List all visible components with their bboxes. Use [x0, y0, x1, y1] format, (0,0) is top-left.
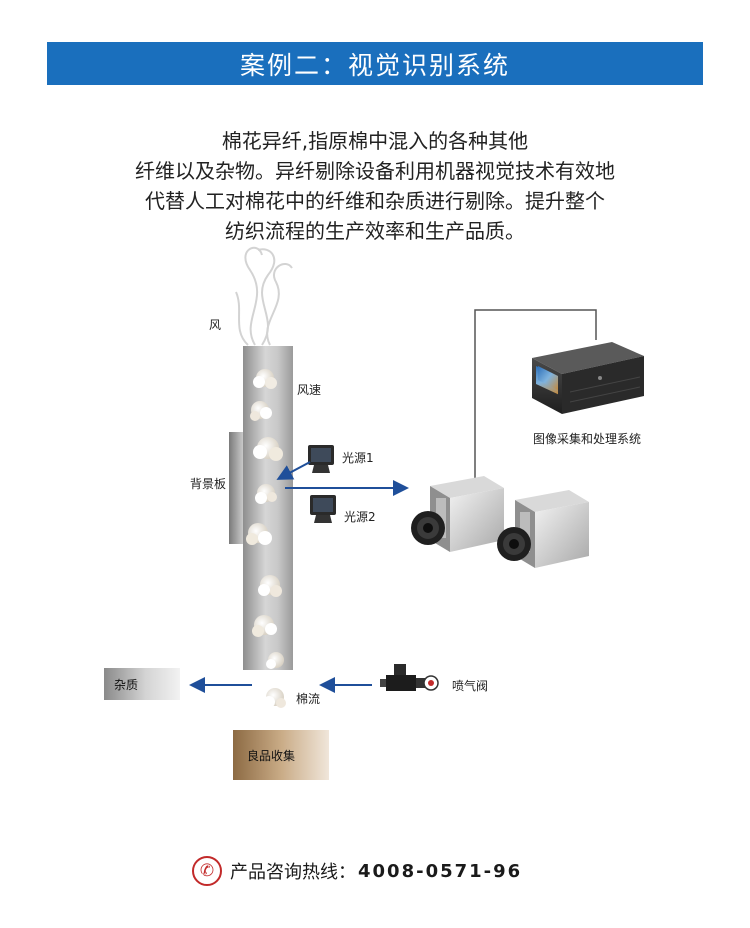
hotline-label: 产品咨询热线：	[230, 862, 356, 883]
impurity-bin: 杂质	[104, 668, 180, 700]
camera-1	[411, 476, 504, 552]
wind-smoke	[235, 246, 293, 346]
hotline-number[interactable]: 4008-0571-96	[358, 860, 523, 882]
light-source-2-label: 光源2	[344, 510, 376, 524]
camera-2	[497, 490, 589, 568]
wind-speed-label: 风速	[297, 383, 322, 397]
background-board	[229, 432, 243, 544]
light-source-2	[310, 495, 336, 523]
light-source-1-label: 光源1	[342, 451, 374, 465]
data-cable	[474, 309, 597, 480]
wind-label: 风	[209, 318, 222, 332]
cotton-balls	[246, 369, 286, 708]
good-collection-label: 良品收集	[247, 749, 296, 763]
hotline: ✆ 产品咨询热线： 4008-0571-96	[192, 854, 522, 888]
air-valve	[380, 664, 439, 691]
cotton-flow-label: 棉流	[296, 692, 321, 706]
description-line: 棉花异纤,指原棉中混入的各种其他	[221, 129, 529, 153]
phone-icon: ✆	[192, 856, 222, 886]
air-valve-label: 喷气阀	[452, 679, 489, 693]
background-board-label: 背景板	[190, 477, 227, 491]
page-title: 案例二：视觉识别系统	[239, 50, 510, 80]
title-banner: 案例二：视觉识别系统	[47, 42, 703, 85]
light-source-1	[308, 445, 334, 473]
good-collection-bin: 良品收集	[233, 730, 329, 780]
light-arrow	[276, 461, 311, 480]
impurity-label: 杂质	[114, 678, 139, 692]
description-line: 纺织流程的生产效率和生产品质。	[225, 219, 525, 243]
description: 棉花异纤,指原棉中混入的各种其他 纤维以及杂物。异纤剔除设备利用机器视觉技术有效…	[60, 126, 690, 246]
image-system-label: 图像采集和处理系统	[533, 432, 642, 446]
description-line: 纤维以及杂物。异纤剔除设备利用机器视觉技术有效地	[135, 159, 615, 183]
description-line: 代替人工对棉花中的纤维和杂质进行剔除。提升整个	[145, 189, 605, 213]
server-unit	[532, 342, 644, 414]
